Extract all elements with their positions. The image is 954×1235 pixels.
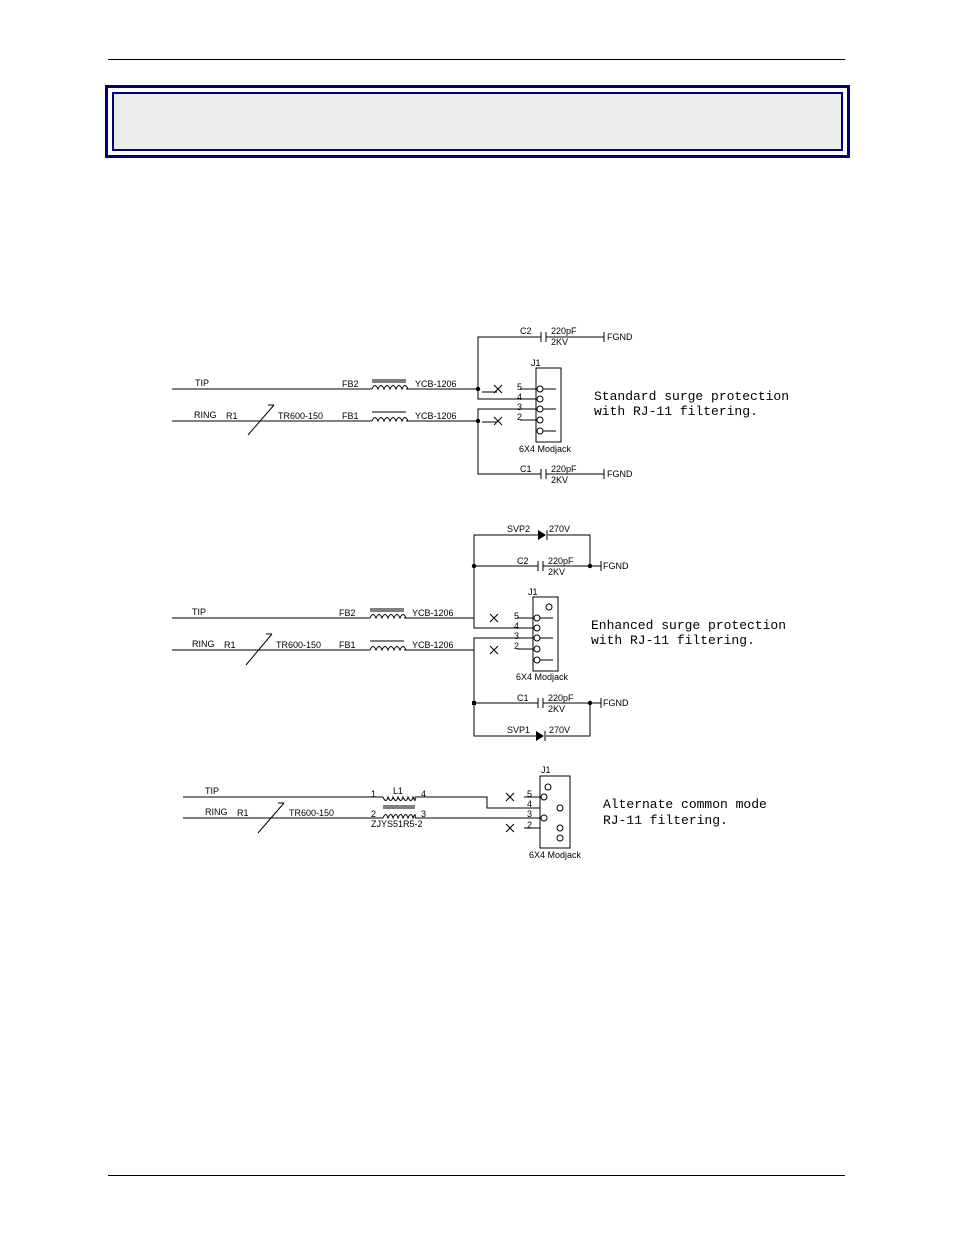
fgnd-bottom-label: FGND	[607, 469, 633, 479]
pin-label: 4	[527, 799, 532, 809]
schematic-alternate: TIP RING R1 TR600-150 L1 ZJYS51R5-2 1 4 …	[183, 765, 767, 860]
fb2-part-label: YCB-1206	[412, 608, 454, 618]
j1-label: J1	[541, 765, 551, 775]
l1-pin-label: 4	[421, 789, 426, 799]
svp2-label: SVP2	[507, 524, 530, 534]
c2-voltage-label: 2KV	[551, 337, 568, 347]
r1-part-label: TR600-150	[289, 808, 334, 818]
r1-part-label: TR600-150	[278, 411, 323, 421]
l1-pin-label: 1	[371, 789, 376, 799]
j1-label: J1	[528, 587, 538, 597]
schematic-standard: TIP RING R1 TR600-150 FB2 FB1 YCB-1206 Y…	[172, 326, 789, 485]
schematic-enhanced: TIP RING R1 TR600-150 FB2 FB1 YCB-1206 Y…	[172, 524, 786, 741]
c2-value-label: 220pF	[548, 556, 574, 566]
tip-label: TIP	[192, 607, 206, 617]
pin-label: 5	[517, 382, 522, 392]
r1-label: R1	[237, 808, 249, 818]
svp1-value-label: 270V	[549, 725, 570, 735]
pin-label: 5	[514, 611, 519, 621]
c1-voltage-label: 2KV	[548, 704, 565, 714]
jack-label: 6X4 Modjack	[529, 850, 582, 860]
r1-part-label: TR600-150	[276, 640, 321, 650]
c2-voltage-label: 2KV	[548, 567, 565, 577]
c1-label: C1	[517, 693, 529, 703]
c1-label: C1	[520, 464, 532, 474]
c1-value-label: 220pF	[548, 693, 574, 703]
fb1-part-label: YCB-1206	[412, 640, 454, 650]
fb1-label: FB1	[342, 411, 359, 421]
pin-label: 2	[517, 412, 522, 422]
l1-label: L1	[393, 786, 403, 796]
fgnd-bottom-label: FGND	[603, 698, 629, 708]
svp2-value-label: 270V	[549, 524, 570, 534]
pin-label: 5	[527, 789, 532, 799]
pin-label: 2	[514, 641, 519, 651]
note-line-2: with RJ-11 filtering.	[591, 633, 755, 648]
note-line-1: Alternate common mode	[603, 797, 767, 812]
l1-pin-label: 2	[371, 809, 376, 819]
ring-label: RING	[205, 807, 228, 817]
c2-value-label: 220pF	[551, 326, 577, 336]
fb2-part-label: YCB-1206	[415, 379, 457, 389]
section-title-inner	[112, 92, 843, 151]
r1-label: R1	[226, 411, 238, 421]
footer-rule	[108, 1175, 845, 1176]
c1-value-label: 220pF	[551, 464, 577, 474]
r1-label: R1	[224, 640, 236, 650]
note-line-1: Standard surge protection	[594, 389, 789, 404]
jack-label: 6X4 Modjack	[519, 444, 572, 454]
c2-label: C2	[520, 326, 532, 336]
fb1-label: FB1	[339, 640, 356, 650]
fgnd-top-label: FGND	[607, 332, 633, 342]
j1-label: J1	[531, 358, 541, 368]
c2-label: C2	[517, 556, 529, 566]
c1-voltage-label: 2KV	[551, 475, 568, 485]
note-line-2: with RJ-11 filtering.	[594, 404, 758, 419]
note-line-2: RJ-11 filtering.	[603, 813, 728, 828]
tip-label: TIP	[205, 786, 219, 796]
pin-label: 3	[527, 809, 532, 819]
fb2-label: FB2	[342, 379, 359, 389]
ring-label: RING	[194, 410, 217, 420]
ring-label: RING	[192, 639, 215, 649]
l1-pin-label: 3	[421, 809, 426, 819]
pin-label: 3	[514, 631, 519, 641]
l1-part-label: ZJYS51R5-2	[371, 819, 423, 829]
fb1-part-label: YCB-1206	[415, 411, 457, 421]
jack-label: 6X4 Modjack	[516, 672, 569, 682]
svp1-label: SVP1	[507, 725, 530, 735]
header-rule	[108, 59, 845, 60]
pin-label: 2	[527, 820, 532, 830]
pin-label: 3	[517, 402, 522, 412]
pin-label: 4	[517, 392, 522, 402]
fb2-label: FB2	[339, 608, 356, 618]
pin-label: 4	[514, 621, 519, 631]
section-title-box	[105, 85, 850, 158]
note-line-1: Enhanced surge protection	[591, 618, 786, 633]
tip-label: TIP	[195, 378, 209, 388]
fgnd-top-label: FGND	[603, 561, 629, 571]
